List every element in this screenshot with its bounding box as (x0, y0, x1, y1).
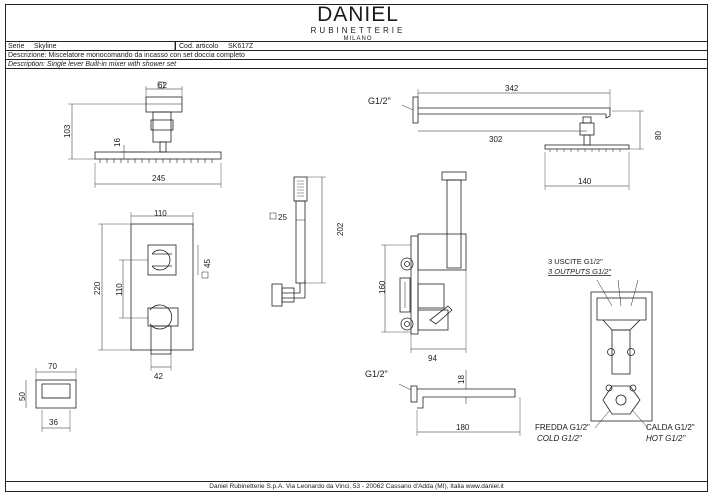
dim-arm-length: 342 (505, 84, 519, 93)
serie-value: Skyline (34, 43, 57, 50)
square-symbol-icon (157, 81, 165, 89)
valve-body-rear (590, 279, 653, 429)
dim-side-height: 160 (378, 280, 387, 294)
brand-city: MILANO (343, 36, 373, 42)
hot-label-en: HOT G1/2" (646, 434, 686, 443)
bath-spout (398, 370, 521, 436)
brand-name: DANIEL (317, 3, 399, 26)
code-value: SK617Z (228, 43, 254, 50)
header-row-description-en: Description: Single lever Built-in mixer… (5, 59, 708, 69)
dim-spout-height: 18 (457, 375, 466, 384)
mixer-plate-front (98, 212, 199, 371)
dim-head-width: 245 (152, 174, 166, 183)
dim-arm-reach: 302 (489, 135, 503, 144)
dim-hand-length: 202 (336, 222, 345, 236)
brand-logo: DANIEL RUBINETTERIE MILANO (0, 4, 716, 43)
shower-head-front (68, 86, 222, 188)
dim-head-side-width: 140 (578, 177, 592, 186)
hand-shower (271, 176, 326, 307)
dim-knob-square: 45 (203, 259, 212, 268)
dim-box-depth: 36 (49, 418, 58, 427)
header-row-serie: Serie Skyline Cod. articolo SK617Z (5, 41, 708, 50)
dim-plate-width: 110 (154, 209, 167, 218)
dim-arm-thread: G1/2" (368, 96, 391, 106)
outlets-label-it: 3 USCITE G1/2" (548, 257, 603, 266)
dim-head-thickness: 16 (113, 138, 122, 147)
dim-spout-length: 180 (456, 423, 470, 432)
diverter-box-plan (25, 368, 77, 432)
dim-plate-height: 220 (93, 281, 102, 295)
square-symbol-icon (201, 271, 209, 279)
shower-arm-side (401, 89, 644, 190)
cold-label-it: FREDDA G1/2" (535, 423, 590, 432)
hot-label-it: CALDA G1/2" (646, 423, 695, 432)
dim-lever-offset: 42 (154, 372, 163, 381)
header-separator (175, 42, 176, 50)
code-label: Cod. articolo (179, 43, 219, 50)
dim-head-square: 62 (158, 81, 167, 90)
footer: Daniel Rubinetterie S.p.A. Via Leonardo … (5, 481, 708, 492)
dim-arm-drop: 80 (654, 131, 663, 140)
dim-side-depth: 94 (428, 354, 437, 363)
dim-head-height: 103 (63, 124, 72, 138)
drawing-sheet (5, 4, 708, 492)
cold-label-en: COLD G1/2" (537, 434, 583, 443)
dim-hand-square: 25 (278, 213, 287, 222)
dim-box-width: 70 (48, 362, 57, 371)
brand-subtitle: RUBINETTERIE (310, 26, 406, 35)
header-row-description-it: Descrizione: Miscelatore monocomando da … (5, 50, 708, 59)
footer-text: Daniel Rubinetterie S.p.A. Via Leonardo … (209, 483, 504, 490)
description-it: Descrizione: Miscelatore monocomando da … (8, 52, 245, 59)
dim-box-height: 50 (18, 392, 27, 401)
serie-label: Serie (8, 43, 25, 50)
mixer-body-side (381, 171, 467, 353)
square-symbol-icon (269, 212, 277, 220)
dim-plate-inner: 110 (115, 283, 124, 296)
description-en: Description: Single lever Built-in mixer… (8, 61, 177, 68)
outlets-label-en: 3 OUTPUTS G1/2" (548, 267, 611, 276)
dim-spout-thread: G1/2" (365, 369, 388, 379)
